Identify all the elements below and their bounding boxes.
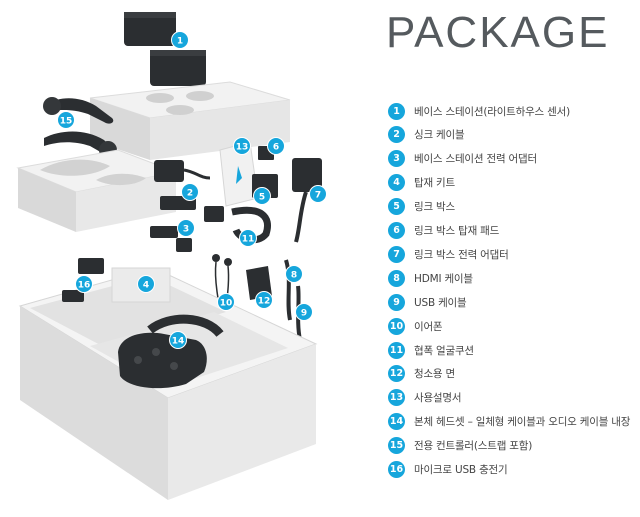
- legend-item-label: 베이스 스테이션(라이트하우스 센서): [414, 105, 570, 118]
- legend-item: 7 링크 박스 전력 어댑터: [388, 245, 509, 263]
- legend-number-badge: 15: [388, 437, 405, 455]
- legend-item-label: 사용설명서: [414, 392, 462, 405]
- item-marker: 9: [295, 303, 313, 321]
- accessories-illustration: [219, 141, 322, 244]
- legend-item-label: 이어폰: [414, 320, 443, 333]
- legend-number-badge: 4: [388, 174, 405, 192]
- item-marker-number: 8: [291, 270, 297, 280]
- item-marker: 6: [267, 137, 285, 155]
- base-station-illustration: [124, 12, 206, 86]
- legend-number-badge: 8: [388, 269, 405, 287]
- item-marker-number: 3: [183, 224, 189, 234]
- headset-illustration: [118, 314, 224, 389]
- legend-item: 15 전용 컨트롤러(스트랩 포함): [388, 437, 532, 455]
- legend-item-label: 링크 박스: [414, 201, 455, 214]
- item-marker-number: 16: [78, 280, 91, 290]
- legend-number-badge: 7: [388, 245, 405, 263]
- item-marker: 11: [239, 229, 257, 247]
- item-marker-number: 13: [236, 142, 249, 152]
- legend-item-label: 베이스 스테이션 전력 어댑터: [414, 153, 537, 166]
- item-marker: 4: [137, 275, 155, 293]
- legend-item: 8 HDMI 케이블: [388, 269, 473, 287]
- legend-item-label: 싱크 케이블: [414, 129, 465, 142]
- legend-item-label: 링크 박스 전력 어댑터: [414, 248, 509, 261]
- legend-number-badge: 2: [388, 126, 405, 144]
- item-marker-number: 14: [172, 336, 185, 346]
- item-marker: 8: [285, 265, 303, 283]
- item-marker: 10: [217, 293, 235, 311]
- legend-item: 1 베이스 스테이션(라이트하우스 센서): [388, 102, 570, 120]
- legend-item: 4 탑재 키트: [388, 174, 455, 192]
- legend-item-label: 전용 컨트롤러(스트랩 포함): [414, 440, 533, 453]
- item-marker-number: 6: [273, 142, 279, 152]
- item-marker-number: 1: [177, 36, 183, 46]
- item-marker: 3: [177, 219, 195, 237]
- legend-number-badge: 14: [388, 413, 405, 431]
- item-marker: 7: [309, 185, 327, 203]
- legend-item: 14 본체 헤드셋 – 일체형 케이블과 오디오 케이블 내장: [388, 413, 630, 431]
- legend-number-badge: 9: [388, 293, 405, 311]
- item-marker: 2: [181, 183, 199, 201]
- legend-item-label: HDMI 케이블: [414, 272, 473, 285]
- legend-number-badge: 6: [388, 222, 405, 239]
- item-marker: 1: [171, 31, 189, 49]
- legend-item: 11 협폭 얼굴쿠션: [388, 341, 474, 359]
- legend-item-label: 협폭 얼굴쿠션: [414, 344, 474, 357]
- item-marker: 15: [57, 111, 75, 129]
- legend-item: 16 마이크로 USB 충전기: [388, 461, 508, 479]
- legend-item-label: USB 케이블: [414, 296, 467, 309]
- middle-tray-illustration: [16, 149, 178, 232]
- legend-number-badge: 10: [388, 317, 405, 335]
- item-marker-number: 4: [143, 280, 149, 290]
- item-marker-number: 15: [60, 116, 73, 126]
- legend-number-badge: 11: [388, 341, 405, 359]
- legend-number-badge: 1: [388, 102, 405, 120]
- item-marker: 12: [255, 291, 273, 309]
- legend-item-label: 링크 박스 탑재 패드: [414, 225, 500, 237]
- item-marker: 14: [169, 331, 187, 349]
- legend-item: 12 청소용 면: [388, 365, 455, 383]
- item-marker-number: 12: [258, 296, 271, 306]
- cables-illustration: [150, 160, 224, 252]
- legend-item: 13 사용설명서: [388, 389, 462, 407]
- item-marker-number: 9: [301, 308, 307, 318]
- legend-item: 5 링크 박스: [388, 198, 455, 216]
- item-marker-number: 11: [242, 234, 255, 244]
- item-marker-number: 7: [315, 190, 321, 200]
- legend-item: 10 이어폰: [388, 317, 443, 335]
- item-marker-number: 5: [259, 192, 265, 202]
- item-marker-number: 10: [220, 298, 233, 308]
- legend-item: 9 USB 케이블: [388, 293, 467, 311]
- legend-number-badge: 5: [388, 198, 405, 216]
- legend-item-label: 청소용 면: [414, 368, 455, 381]
- legend-item: 3 베이스 스테이션 전력 어댑터: [388, 150, 537, 168]
- legend-number-badge: 3: [388, 150, 405, 168]
- item-marker: 5: [253, 187, 271, 205]
- legend-number-badge: 16: [388, 461, 405, 478]
- legend-item-label: 탑재 키트: [414, 177, 455, 190]
- legend-item: 6 링크 박스 탑재 패드: [388, 222, 499, 240]
- legend-item: 2 싱크 케이블: [388, 126, 465, 144]
- legend-number-badge: 13: [388, 389, 405, 407]
- item-marker-number: 2: [187, 188, 193, 198]
- legend-number-badge: 12: [388, 365, 405, 383]
- charger-illustration: [62, 258, 104, 302]
- bottom-box-illustration: [18, 267, 318, 500]
- item-marker: 16: [75, 275, 93, 293]
- legend-item-label: 본체 헤드셋 – 일체형 케이블과 오디오 케이블 내장: [414, 416, 631, 429]
- page-title: PACKAGE: [386, 8, 610, 57]
- legend-item-label: 마이크로 USB 충전기: [414, 464, 508, 476]
- item-marker: 13: [233, 137, 251, 155]
